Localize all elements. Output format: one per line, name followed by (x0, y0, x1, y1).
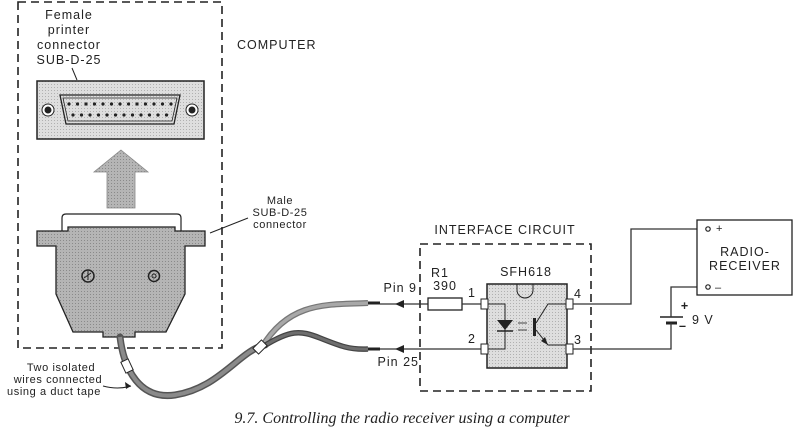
male-subd25-connector (36, 213, 206, 338)
svg-text:Female: Female (45, 8, 93, 22)
connector-pin (143, 102, 148, 106)
connector-pin (139, 113, 143, 117)
battery-plus: + (681, 299, 689, 313)
connector-pin (101, 102, 105, 106)
pin9-arrow-icon (395, 300, 404, 308)
battery-minus: – (679, 319, 687, 333)
svg-text:SUB-D-25: SUB-D-25 (253, 207, 308, 219)
pin2-label: 2 (468, 332, 476, 346)
female-subd25-port (36, 80, 205, 140)
battery-voltage: 9 V (692, 313, 714, 327)
pin25-label: Pin 25 (378, 355, 419, 369)
connector-pin (130, 113, 135, 117)
connector-pin (135, 102, 139, 106)
receiver-plus-terminal (705, 226, 711, 232)
connector-pin (126, 102, 131, 106)
output-wire-plus (573, 228, 697, 305)
svg-text:wires connected: wires connected (13, 374, 103, 386)
connector-pin (75, 102, 80, 106)
svg-text:using a duct tape: using a duct tape (7, 386, 101, 398)
connector-pin (79, 113, 84, 117)
phototransistor-icon (533, 318, 536, 336)
connector-pin (109, 102, 114, 106)
connector-pin (88, 113, 92, 117)
connector-pin (67, 102, 71, 106)
svg-text:Two isolated: Two isolated (27, 362, 95, 374)
svg-text:printer: printer (48, 23, 90, 37)
connector-pin (164, 113, 169, 117)
connector-pin (105, 113, 109, 117)
pin1-label: 1 (468, 286, 476, 300)
female-connector-label: Female printer connector SUB-D-25 (37, 8, 102, 81)
led-icon (497, 320, 513, 330)
battery-9v (660, 310, 683, 330)
cable-note: Two isolated wires connected using a duc… (7, 362, 132, 398)
pin9-label: Pin 9 (384, 281, 418, 295)
optocoupler-sfh618 (480, 283, 574, 369)
optocoupler-label: SFH618 (500, 265, 552, 279)
svg-text:Male: Male (267, 195, 293, 207)
connector-pin (113, 113, 118, 117)
receiver-label-line2: RECEIVER (709, 259, 781, 273)
receiver-plus-label: + (716, 223, 723, 235)
connector-pin (92, 102, 97, 106)
connector-pin (122, 113, 126, 117)
receiver-minus-terminal (705, 284, 711, 290)
pin25-arrow-icon (395, 345, 404, 353)
connector-pin (118, 102, 122, 106)
up-arrow-icon (92, 149, 150, 209)
receiver-label-line1: RADIO- (720, 245, 770, 259)
output-wire-minus (573, 286, 706, 350)
radio-receiver (696, 219, 793, 296)
connector-pin (84, 102, 88, 106)
computer-title: COMPUTER (237, 38, 317, 52)
connector-pin (96, 113, 101, 117)
connector-pin (147, 113, 152, 117)
cable (116, 300, 380, 400)
resistor-name: R1 (431, 266, 449, 280)
pin3-label: 3 (574, 333, 582, 347)
figure-caption: 9.7. Controlling the radio receiver usin… (234, 410, 570, 427)
connector-pin (169, 102, 173, 106)
interface-boundary (419, 243, 592, 392)
svg-text:SUB-D-25: SUB-D-25 (37, 53, 102, 67)
connector-pin (71, 113, 75, 117)
connector-pin (160, 102, 165, 106)
resistor-r1 (427, 297, 463, 311)
male-connector-label: Male SUB-D-25 connector (209, 195, 308, 234)
receiver-minus-label: – (715, 282, 722, 294)
svg-text:connector: connector (253, 219, 307, 231)
pin4-label: 4 (574, 287, 582, 301)
svg-text:connector: connector (37, 38, 101, 52)
interface-title: INTERFACE CIRCUIT (434, 223, 575, 237)
resistor-value: 390 (433, 279, 457, 293)
connector-pin (152, 102, 156, 106)
connector-pin (156, 113, 160, 117)
